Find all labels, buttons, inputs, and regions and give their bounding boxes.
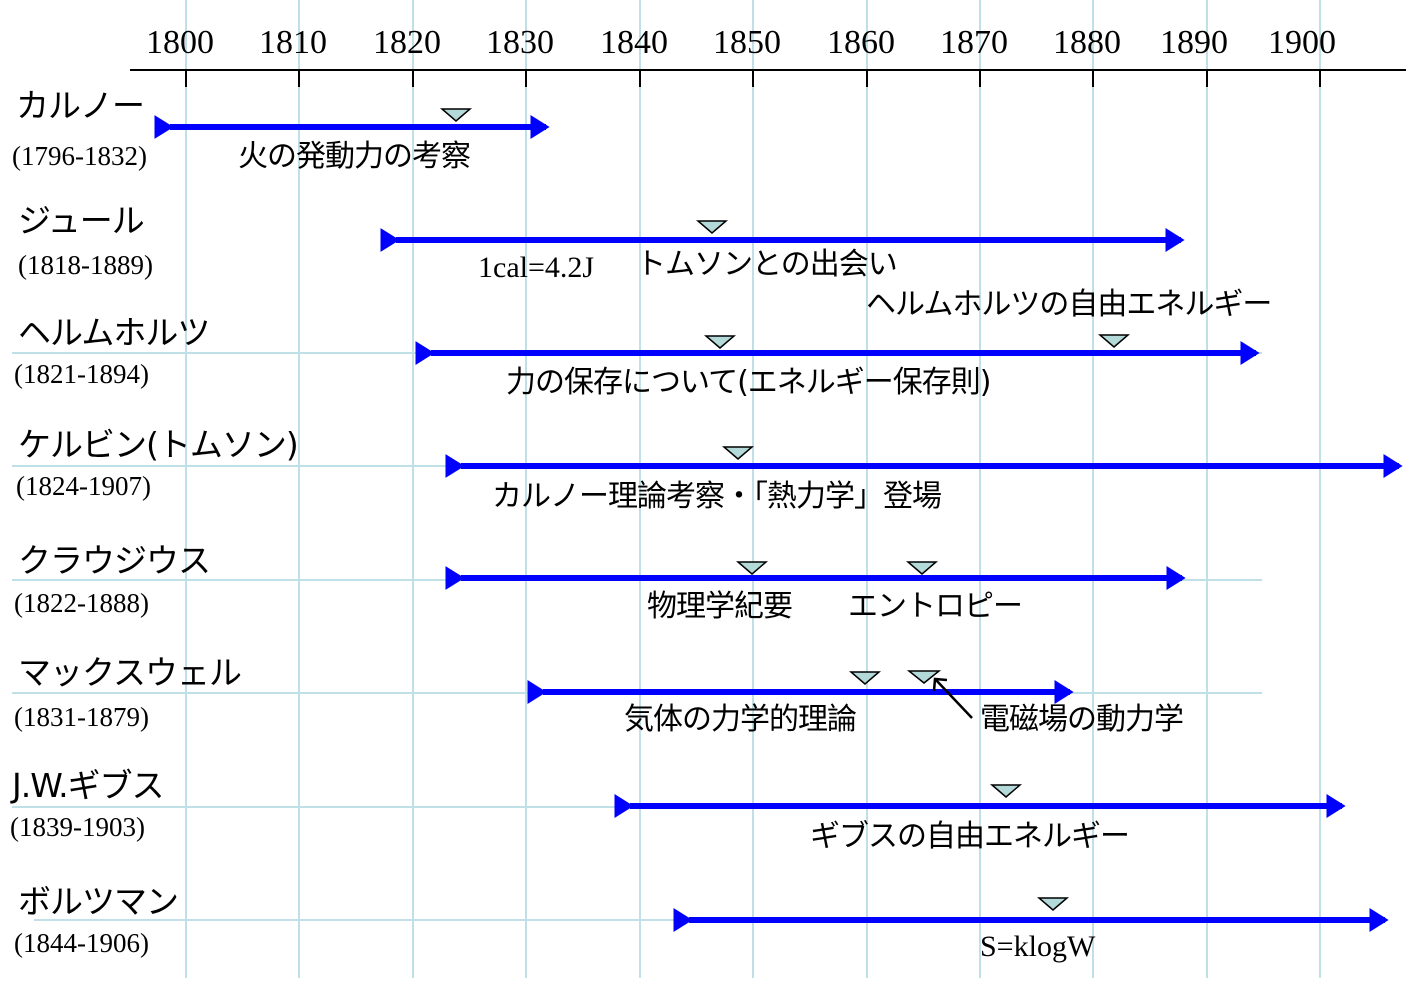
event-marker-icon (703, 335, 737, 349)
event-marker-icon (1097, 334, 1131, 348)
event-marker-icon (439, 108, 473, 122)
event-label: 火の発動力の考察 (238, 139, 471, 174)
year-label-1850: 1850 (713, 24, 781, 61)
event-label: ヘルムホルツの自由エネルギー (866, 287, 1272, 322)
event-marker-icon (906, 670, 942, 684)
person-lifespan: (1831-1879) (14, 702, 149, 732)
year-label-1820: 1820 (373, 24, 441, 61)
person-lifespan: (1824-1907) (16, 471, 151, 501)
person-lifespan: (1796-1832) (12, 141, 147, 171)
event-label: ギブスの自由エネルギー (810, 819, 1130, 854)
year-label-1860: 1860 (827, 24, 895, 61)
person-lifespan: (1821-1894) (14, 359, 149, 389)
event-marker-icon (905, 561, 939, 575)
person-lifespan: (1839-1903) (10, 812, 145, 842)
event-marker-icon (848, 671, 882, 685)
person-name: ケルビン(トムソン) (18, 425, 299, 464)
year-label-1900: 1900 (1268, 24, 1336, 61)
event-label: エントロピー (848, 589, 1023, 624)
event-label: トムソンとの出会い (636, 247, 898, 282)
event-marker-icon (1036, 897, 1070, 911)
year-label-1800: 1800 (146, 24, 214, 61)
event-marker-icon (721, 446, 755, 460)
event-markers (439, 108, 1131, 911)
person-name: カルノー (16, 86, 145, 125)
year-label-1890: 1890 (1160, 24, 1228, 61)
event-label: 電磁場の動力学 (980, 702, 1184, 737)
event-marker-icon (695, 220, 729, 234)
person-name: ジュール (18, 201, 145, 240)
leader-arrow-icon (932, 677, 973, 719)
person-name: ヘルムホルツ (18, 313, 210, 352)
lifespan-arrows (154, 115, 1403, 932)
event-label: 物理学紀要 (647, 589, 793, 624)
person-lifespan: (1818-1889) (18, 250, 153, 280)
person-lifespan: (1822-1888) (14, 588, 149, 618)
person-name: マックスウェル (18, 653, 242, 692)
event-marker-icon (735, 561, 769, 575)
person-name: J.W.ギブス (12, 766, 165, 805)
person-name: クラウジウス (18, 541, 211, 580)
event-label: カルノー理論考察・「熱力学」登場 (492, 479, 942, 514)
event-label: 気体の力学的理論 (624, 702, 857, 737)
event-label: 力の保存について(エネルギー保存則) (506, 365, 992, 400)
year-label-1810: 1810 (259, 24, 327, 61)
event-label: 1cal=4.2J (478, 251, 595, 284)
year-label-1830: 1830 (486, 24, 554, 61)
event-marker-icon (989, 784, 1023, 798)
person-name: ボルツマン (18, 882, 179, 921)
person-lifespan: (1844-1906) (14, 928, 149, 958)
time-axis (130, 69, 1406, 87)
year-label-1840: 1840 (600, 24, 668, 61)
year-label-1880: 1880 (1053, 24, 1121, 61)
year-label-1870: 1870 (940, 24, 1008, 61)
event-label: S=klogW (980, 930, 1096, 963)
